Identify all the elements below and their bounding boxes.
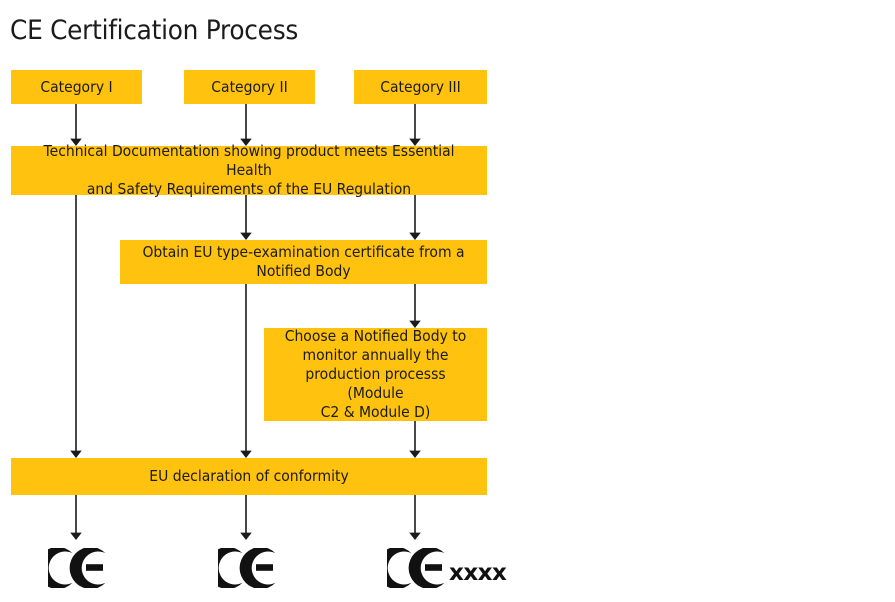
ce-mark-category-3: xxxx (387, 548, 507, 588)
ce-mark-category-1 (48, 548, 110, 588)
node-label: Obtain EU type-examination certificate f… (142, 243, 465, 280)
node-label: Technical Documentation showing product … (43, 142, 455, 198)
node-label: Choose a Notified Body to monitor annual… (284, 327, 467, 421)
node-eu-declaration-of-conformity[interactable]: EU declaration of conformity (11, 458, 487, 495)
ce-logo-icon (387, 548, 445, 588)
node-label: Category III (380, 77, 461, 96)
page-title: CE Certification Process (10, 15, 299, 46)
ce-logo-icon (218, 548, 276, 588)
node-technical-documentation[interactable]: Technical Documentation showing product … (11, 142, 487, 198)
node-type-examination-certificate[interactable]: Obtain EU type-examination certificate f… (120, 240, 487, 284)
node-notified-body-monitoring[interactable]: Choose a Notified Body to monitor annual… (264, 327, 487, 421)
node-label: EU declaration of conformity (149, 467, 349, 485)
ce-mark-category-2 (218, 548, 280, 588)
node-category-1[interactable]: Category I (11, 70, 142, 104)
node-category-3[interactable]: Category III (354, 70, 487, 104)
node-label: Category II (211, 77, 288, 96)
node-label: Category I (40, 77, 113, 96)
ce-mark-suffix: xxxx (449, 560, 507, 586)
node-category-2[interactable]: Category II (184, 70, 315, 104)
ce-logo-icon (48, 548, 106, 588)
